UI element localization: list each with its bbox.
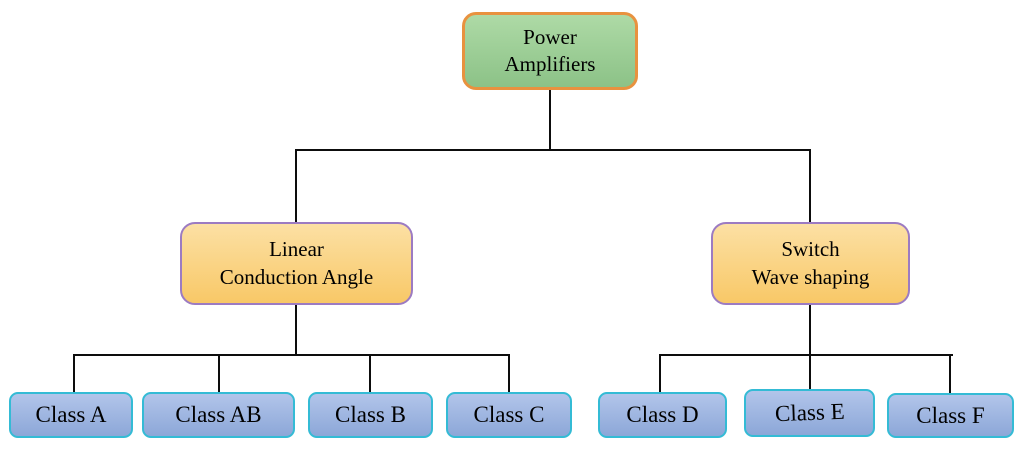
- connector-to-switch: [809, 149, 811, 223]
- connector-right-horizontal: [659, 354, 953, 356]
- connector-to-class-f: [949, 354, 951, 394]
- connector-to-class-d: [659, 354, 661, 393]
- node-switch-line1: Switch: [781, 237, 840, 262]
- node-class-d: Class D: [598, 392, 727, 438]
- connector-main-horizontal: [295, 149, 811, 151]
- connector-switch-stem: [809, 304, 811, 355]
- node-linear-line2: Conduction Angle: [219, 264, 374, 289]
- node-class-b-label: Class B: [335, 402, 406, 427]
- node-class-a: Class A: [9, 392, 133, 438]
- connector-to-class-ab: [218, 354, 220, 393]
- node-class-ab-label: Class AB: [175, 402, 262, 427]
- node-switch-line2: Wave shaping: [751, 264, 870, 289]
- node-switch-wave-shaping: Switch Wave shaping: [711, 222, 910, 305]
- node-power-amplifiers-line2: Amplifiers: [504, 52, 596, 76]
- node-class-f: Class F: [887, 393, 1014, 438]
- connector-to-linear: [295, 149, 297, 223]
- node-class-a-label: Class A: [35, 402, 107, 427]
- node-linear-conduction-angle: Linear Conduction Angle: [180, 222, 413, 305]
- connector-to-class-c: [508, 354, 510, 393]
- node-class-e: Class E: [744, 389, 875, 437]
- node-class-e-label: Class E: [774, 398, 845, 427]
- connector-to-class-b: [369, 354, 371, 393]
- connector-to-class-a: [73, 354, 75, 393]
- connector-root-stem: [549, 89, 551, 150]
- connector-to-class-e: [809, 354, 811, 390]
- connector-left-horizontal: [73, 354, 510, 356]
- node-class-b: Class B: [308, 392, 433, 438]
- node-class-f-label: Class F: [916, 402, 985, 428]
- node-power-amplifiers: Power Amplifiers: [462, 12, 638, 90]
- connector-linear-stem: [295, 304, 297, 355]
- node-class-d-label: Class D: [626, 402, 699, 427]
- node-power-amplifiers-line1: Power: [523, 25, 577, 50]
- node-class-c-label: Class C: [473, 402, 545, 427]
- node-class-c: Class C: [446, 392, 572, 438]
- node-linear-line1: Linear: [269, 237, 324, 262]
- node-class-ab: Class AB: [142, 392, 295, 438]
